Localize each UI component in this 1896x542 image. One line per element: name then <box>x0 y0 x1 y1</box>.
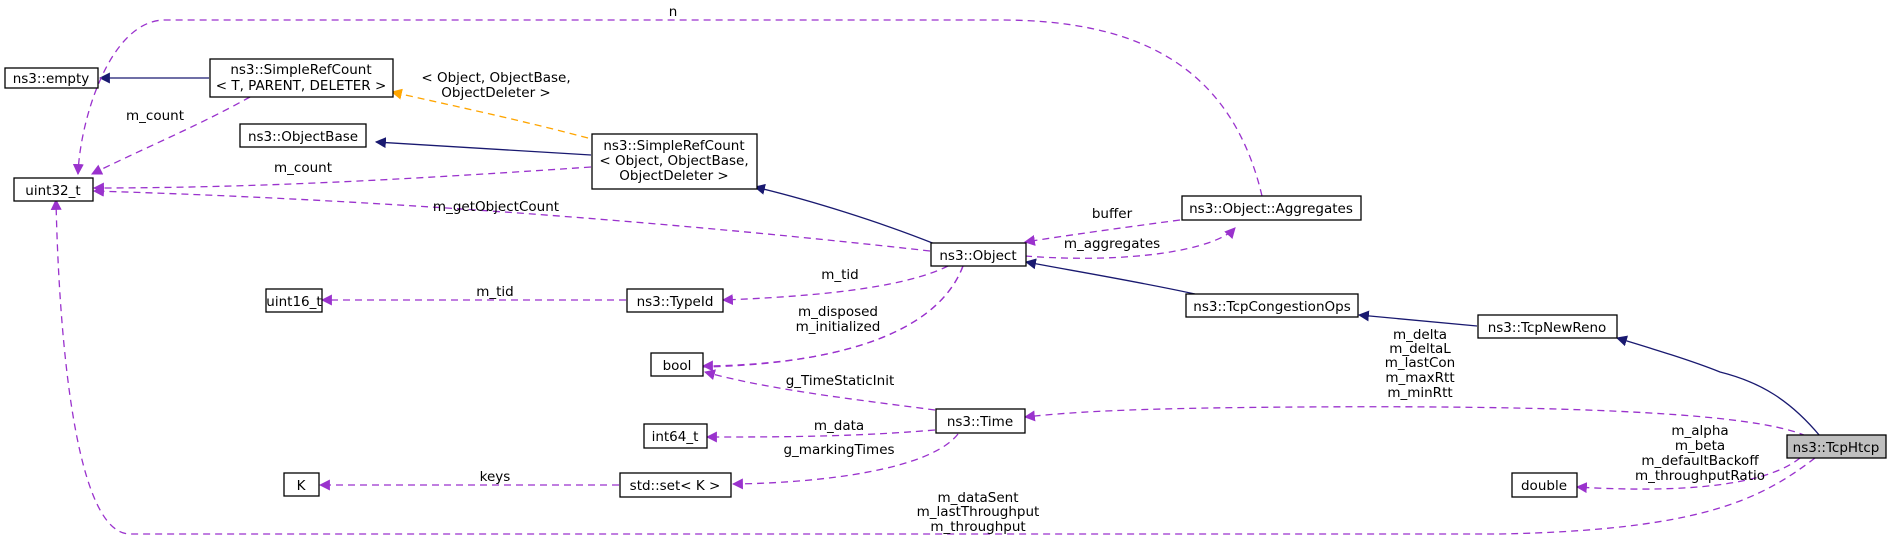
edge-inherit-simplerefcount-objectbase <box>374 137 592 156</box>
node-label: bool <box>663 358 692 374</box>
node-label: int64_t <box>652 429 699 445</box>
node-int64[interactable]: int64_t <box>643 423 708 449</box>
node-tcphtcp[interactable]: ns3::TcpHtcp <box>1786 434 1887 459</box>
node-label: ns3::Object <box>939 248 1016 264</box>
edge-label-time-member: m_maxRtt <box>1385 370 1454 386</box>
nodes: ns3::empty ns3::SimpleRefCount < T, PARE… <box>4 58 1887 498</box>
node-time[interactable]: ns3::Time <box>935 408 1026 434</box>
node-label: ns3::SimpleRefCount <box>603 138 744 154</box>
edge-template-instance <box>390 88 589 139</box>
node-tcpcongestionops[interactable]: ns3::TcpCongestionOps <box>1185 293 1359 318</box>
edge-usage-double-members <box>1575 457 1801 494</box>
node-label: uint32_t <box>25 183 80 199</box>
node-label: ns3::ObjectBase <box>248 129 358 145</box>
edge-label-buffer: buffer <box>1092 206 1133 222</box>
node-label: ns3::Object::Aggregates <box>1189 201 1353 217</box>
node-label: ns3::TcpCongestionOps <box>1193 299 1350 315</box>
node-object-aggregates[interactable]: ns3::Object::Aggregates <box>1181 195 1362 221</box>
edge-usage-n <box>72 19 1263 197</box>
edge-label-double-member: m_alpha <box>1671 423 1728 439</box>
edge-usage-m-tid-typeid <box>721 265 949 306</box>
node-label: double <box>1521 478 1567 494</box>
node-double[interactable]: double <box>1511 472 1578 498</box>
edge-label-m-tid-uint16: m_tid <box>476 284 514 300</box>
node-std-set[interactable]: std::set< K > <box>619 472 732 498</box>
node-label: ns3::TypeId <box>637 294 714 310</box>
node-simplerefcount-object[interactable]: ns3::SimpleRefCount < Object, ObjectBase… <box>591 133 758 190</box>
edge-label-m-count-2: m_count <box>274 160 332 176</box>
node-label: ns3::TcpNewReno <box>1488 320 1607 336</box>
node-label: ObjectDeleter > <box>619 168 728 184</box>
edge-label-time-member: m_deltaL <box>1389 341 1451 357</box>
node-simplerefcount-template[interactable]: ns3::SimpleRefCount < T, PARENT, DELETER… <box>209 58 394 98</box>
edge-label-m-getobjectcount: m_getObjectCount <box>433 199 559 215</box>
node-label: ns3::SimpleRefCount <box>230 62 371 78</box>
edge-labels: n < Object, ObjectBase, ObjectDeleter > … <box>126 4 1765 535</box>
node-label: K <box>297 478 307 494</box>
edge-label-double-member: m_beta <box>1675 438 1725 454</box>
edge-label-uint32-member: m_lastThroughput <box>917 504 1040 520</box>
edge-label-template-args-1: < Object, ObjectBase, <box>421 70 570 86</box>
edge-usage-g-markingtimes <box>731 433 959 490</box>
node-label: ns3::empty <box>13 71 90 87</box>
edge-label-m-tid-typeid: m_tid <box>821 267 859 283</box>
edge-usage-uint32-members <box>50 198 1816 535</box>
node-bool[interactable]: bool <box>650 352 704 377</box>
edge-usage-m-disposed-head <box>701 265 964 372</box>
edge-label-template-args-2: ObjectDeleter > <box>441 85 550 101</box>
edge-usage-m-count-2 <box>92 166 592 194</box>
edge-label-double-member: m_defaultBackoff <box>1641 453 1759 469</box>
edge-label-uint32-member: m_throughput <box>930 519 1025 535</box>
edge-label-m-initialized: m_initialized <box>796 319 881 335</box>
edge-label-g-timestaticinit: g_TimeStaticInit <box>786 373 895 389</box>
edge-usage-m-aggregates <box>1024 227 1236 259</box>
edge-usage-m-count-1 <box>91 96 251 175</box>
node-uint32[interactable]: uint32_t <box>13 177 94 202</box>
edge-label-time-member: m_delta <box>1393 327 1447 343</box>
node-ns3-empty[interactable]: ns3::empty <box>4 67 99 89</box>
edge-label-m-disposed: m_disposed <box>798 304 878 320</box>
node-label: < T, PARENT, DELETER > <box>216 78 387 94</box>
node-label: ns3::Time <box>947 414 1013 430</box>
edge-label-g-markingtimes: g_markingTimes <box>783 442 894 458</box>
node-typeid[interactable]: ns3::TypeId <box>626 288 724 313</box>
node-k[interactable]: K <box>283 472 320 497</box>
node-object[interactable]: ns3::Object <box>930 242 1027 267</box>
edge-label-double-member: m_throughputRatio <box>1635 468 1765 484</box>
edge-inherit-tcpcongestionops-object <box>1024 258 1196 295</box>
edge-label-n: n <box>669 4 678 20</box>
edge-inherit-tcpnewreno-tcpcongestionops <box>1357 310 1478 327</box>
node-objectbase[interactable]: ns3::ObjectBase <box>239 123 367 148</box>
edge-usage-g-timestaticinit <box>703 369 936 411</box>
node-label: ns3::TcpHtcp <box>1793 440 1880 456</box>
edge-usage-time-members <box>1023 406 1807 437</box>
edge-label-uint32-member: m_dataSent <box>937 490 1018 506</box>
edge-label-time-member: m_lastCon <box>1385 355 1456 371</box>
edge-inherit-object-simplerefcount <box>753 183 936 245</box>
node-label: std::set< K > <box>630 478 721 494</box>
node-tcpnewreno[interactable]: ns3::TcpNewReno <box>1477 314 1618 339</box>
edges <box>50 19 1821 535</box>
edge-inherit-tcphtcp-tcpnewreno <box>1615 335 1821 437</box>
edge-label-m-data: m_data <box>814 418 864 434</box>
edge-label-m-aggregates: m_aggregates <box>1064 236 1160 252</box>
node-label: uint16_t <box>266 294 321 310</box>
node-uint16[interactable]: uint16_t <box>265 288 323 313</box>
edge-label-time-member: m_minRtt <box>1387 385 1452 401</box>
node-label: < Object, ObjectBase, <box>599 153 748 169</box>
edge-label-keys: keys <box>480 469 511 485</box>
edge-label-m-count-1: m_count <box>126 108 184 124</box>
